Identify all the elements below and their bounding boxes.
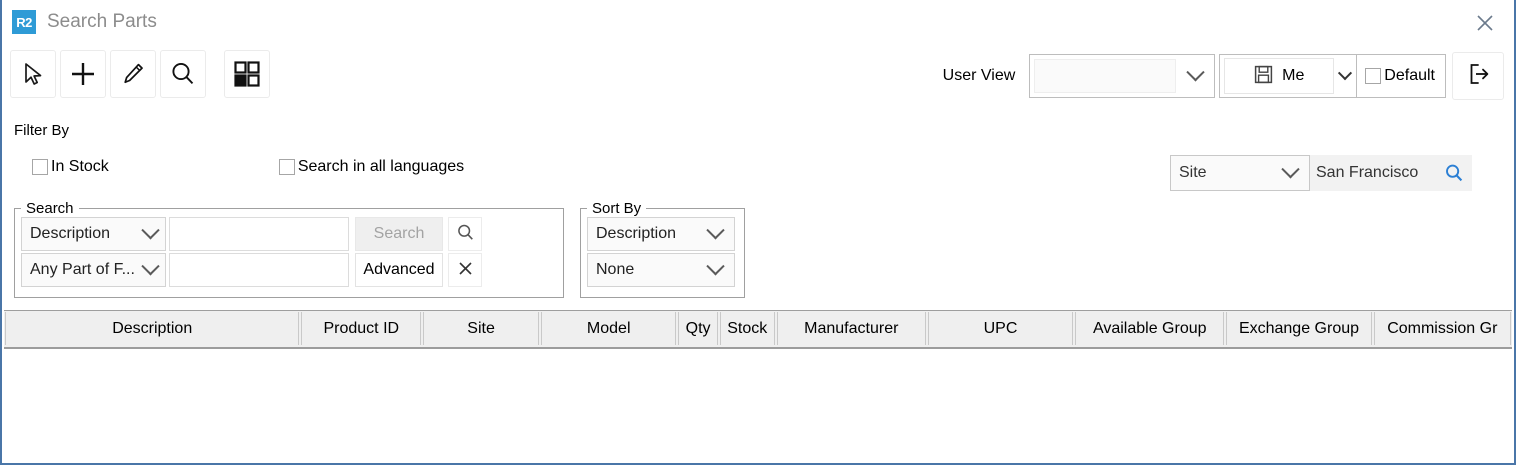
grid-column-header-label: Qty (685, 319, 711, 337)
app-logo: R2 (12, 10, 36, 34)
grid-column-header[interactable]: Commission Gr (1373, 312, 1512, 345)
grid-column-header[interactable]: Product ID (301, 312, 422, 345)
grid-column-header-label: Available Group (1092, 319, 1207, 337)
grid-column-header-label: Exchange Group (1238, 319, 1360, 337)
search-match-select-value: Any Part of F... (30, 261, 135, 278)
grid-column-header[interactable]: Model (540, 312, 677, 345)
sort-secondary-value: None (596, 261, 635, 278)
site-search-icon[interactable] (1436, 155, 1472, 191)
in-stock-label: In Stock (51, 158, 109, 175)
in-stock-checkbox-item[interactable]: In Stock (32, 158, 109, 176)
search-term-input[interactable] (169, 217, 349, 251)
main-toolbar (10, 50, 274, 98)
user-view-value (1034, 59, 1177, 93)
save-view-label: Me (1282, 67, 1305, 84)
search-field-select[interactable]: Description (21, 217, 166, 251)
select-tool-button[interactable] (10, 50, 56, 98)
grid-column-header[interactable]: Site (423, 312, 539, 345)
save-view-split-button: Me (1219, 54, 1358, 98)
floppy-disk-icon (1254, 65, 1273, 88)
plus-icon (69, 60, 97, 88)
chevron-down-icon[interactable] (135, 256, 165, 277)
layout-tool-button[interactable] (224, 50, 270, 98)
grid-column-header-label: Product ID (323, 319, 400, 337)
search-all-languages-checkbox[interactable] (278, 159, 295, 175)
search-secondary-input[interactable] (169, 253, 349, 287)
sort-by-fieldset-legend: Sort By (592, 200, 642, 217)
in-stock-checkbox[interactable] (32, 159, 48, 175)
user-view-cluster: User View Me (943, 48, 1504, 104)
chevron-down-icon[interactable] (1271, 159, 1309, 180)
sort-primary-value: Description (596, 225, 677, 242)
default-checkbox-group: Default (1357, 54, 1446, 98)
chevron-down-icon[interactable] (135, 220, 165, 241)
page-title: Search Parts (47, 11, 157, 32)
search-all-languages-checkbox-item[interactable]: Search in all languages (278, 158, 465, 176)
grid-column-header-label: Commission Gr (1387, 319, 1498, 337)
add-tool-button[interactable] (60, 50, 106, 98)
site-value-field[interactable]: San Francisco (1310, 155, 1436, 191)
sort-primary-select[interactable]: Description (587, 217, 735, 251)
sort-by-fieldset: Sort By Description None (580, 200, 745, 298)
site-select-label: Site (1179, 164, 1207, 181)
grid-column-header-label: Stock (727, 319, 768, 337)
results-grid-header: Description Product ID Site Model Qty Stock Ma… (4, 311, 1512, 349)
chevron-down-icon[interactable] (696, 256, 734, 277)
close-icon[interactable] (1470, 8, 1500, 38)
magnifier-icon (169, 60, 197, 88)
search-all-languages-label: Search in all languages (297, 158, 465, 175)
grid-column-header[interactable]: Description (5, 312, 300, 345)
search-row-primary: Description Search (21, 217, 557, 251)
site-select[interactable]: Site (1170, 155, 1310, 191)
grid-column-header[interactable]: Qty (678, 312, 718, 345)
close-x-icon (457, 260, 474, 281)
results-grid: Description Product ID Site Model Qty Stock Ma… (4, 310, 1512, 461)
filter-by-heading: Filter By (14, 122, 70, 139)
save-view-button[interactable]: Me (1224, 58, 1335, 94)
chevron-down-icon[interactable] (1334, 54, 1356, 98)
search-tool-button[interactable] (160, 50, 206, 98)
exit-arrow-icon (1465, 61, 1491, 91)
search-run-icon-button[interactable] (448, 217, 482, 251)
sort-secondary-select[interactable]: None (587, 253, 735, 287)
clear-search-button[interactable] (448, 253, 482, 287)
grid-column-header-label: Model (586, 319, 631, 337)
search-row-secondary: Any Part of F... Advanced (21, 253, 557, 287)
grid-column-header[interactable]: Exchange Group (1226, 312, 1372, 345)
edit-tool-button[interactable] (110, 50, 156, 98)
magnifier-icon (456, 223, 475, 246)
filter-checkbox-group: In Stock Search in all languages (32, 158, 464, 176)
grid-column-header-label: Manufacturer (804, 319, 899, 337)
search-button[interactable]: Search (355, 217, 443, 251)
default-checkbox[interactable] (1365, 68, 1382, 84)
grid-column-header-label: UPC (983, 319, 1018, 337)
exit-button[interactable] (1452, 52, 1504, 100)
default-label: Default (1384, 67, 1435, 84)
cursor-arrow-icon (20, 61, 46, 87)
grid-column-header[interactable]: Manufacturer (776, 312, 926, 345)
toolbar-row: User View Me (2, 44, 1514, 116)
window-title-bar: R2 Search Parts (2, 0, 1514, 44)
search-field-select-value: Description (30, 225, 111, 242)
search-fieldset: Search Description Search (14, 200, 564, 298)
grid-column-header[interactable]: Available Group (1075, 312, 1225, 345)
search-fieldset-legend: Search (26, 200, 74, 217)
search-match-select[interactable]: Any Part of F... (21, 253, 166, 287)
grid-column-header-label: Site (467, 319, 495, 337)
chevron-down-icon[interactable] (696, 220, 734, 241)
grid-column-header-label: Description (112, 319, 193, 337)
site-filter-cluster: Site San Francisco (1170, 155, 1472, 191)
grid-squares-icon (233, 60, 261, 88)
user-view-label: User View (942, 67, 1016, 84)
user-view-select[interactable] (1029, 54, 1216, 98)
grid-column-header[interactable]: Stock (719, 312, 775, 345)
grid-column-header[interactable]: UPC (927, 312, 1074, 345)
results-grid-body (4, 349, 1512, 461)
chevron-down-icon[interactable] (1176, 55, 1214, 97)
pencil-icon (120, 61, 146, 87)
advanced-button[interactable]: Advanced (355, 253, 443, 287)
